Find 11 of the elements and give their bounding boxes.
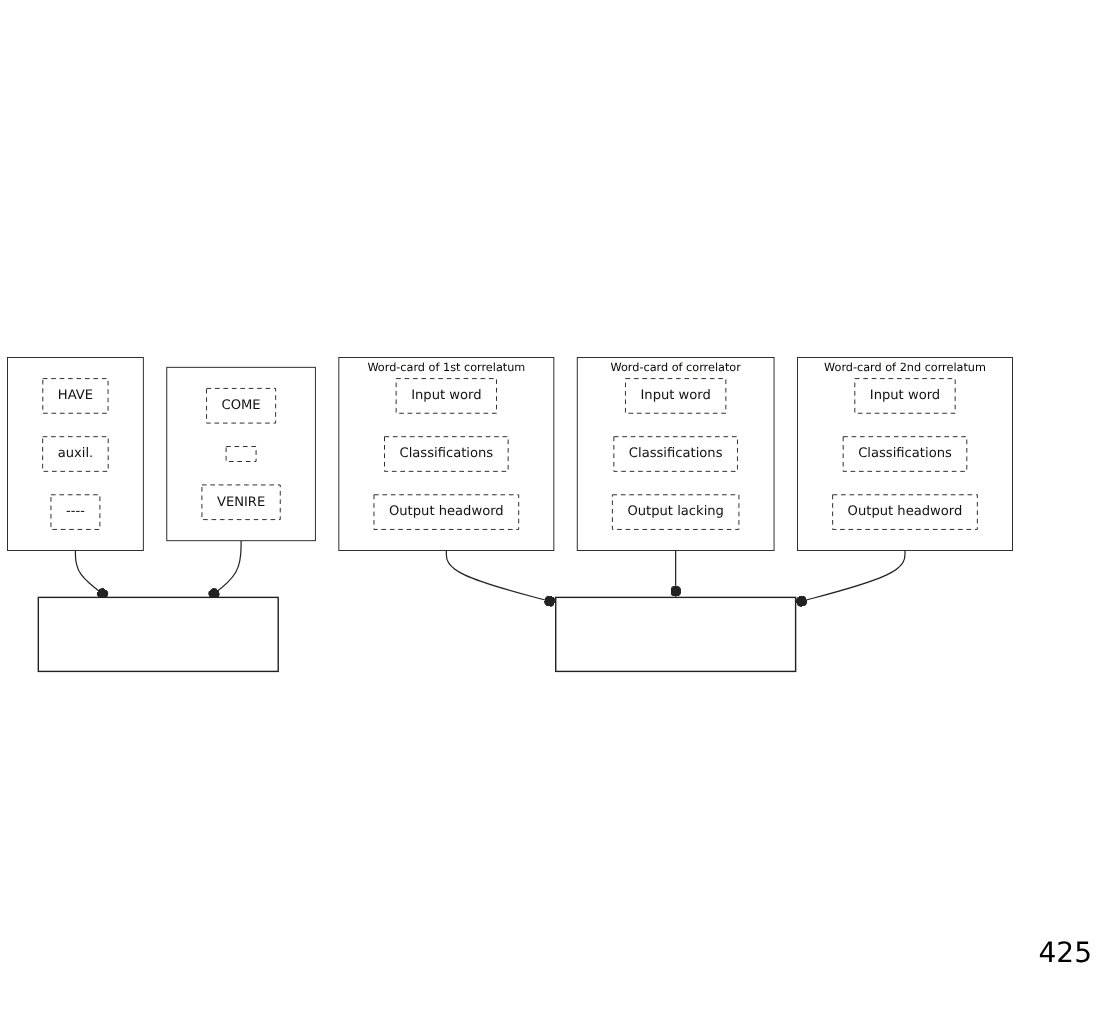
node-bar bbox=[555, 597, 797, 673]
cluster bbox=[7, 357, 144, 552]
connector bbox=[74, 550, 109, 600]
connector bbox=[670, 550, 682, 599]
connector bbox=[795, 550, 906, 608]
connector bbox=[208, 540, 242, 600]
node-bar bbox=[37, 597, 279, 673]
cluster bbox=[166, 367, 316, 542]
connector bbox=[445, 550, 557, 608]
page-number: 425 bbox=[1038, 938, 1092, 970]
node-box bbox=[225, 446, 257, 463]
